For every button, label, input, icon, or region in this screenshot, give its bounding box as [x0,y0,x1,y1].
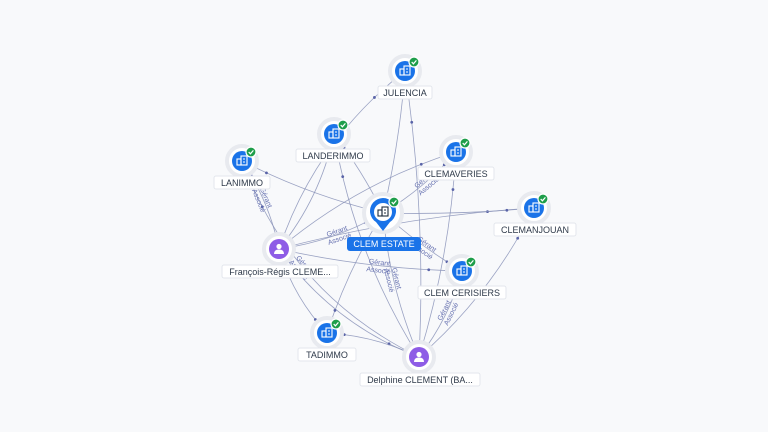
check-badge-icon [388,196,400,208]
building-icon [377,206,389,217]
building-icon [528,202,540,213]
company-label: CLEMAVERIES [424,169,487,179]
person-node-delphine[interactable]: Delphine CLEMENT (BA... [359,340,481,387]
node-label-box [493,222,577,237]
company-node-tadimmo[interactable]: TADIMMO [297,316,357,362]
node-label-box [295,148,371,163]
edge-label: Gérant [368,258,390,268]
node-label-box [297,347,357,362]
building-icon [328,128,340,139]
company-label: CLEMANJOUAN [501,225,569,235]
node-label-box [359,372,481,387]
node-label-box [377,85,433,100]
center-label: CLEM ESTATE [353,239,414,249]
center-label-box [347,237,421,251]
company-node-landerimmo[interactable]: LANDERIMMO [295,117,371,163]
company-node-lanimmo[interactable]: LANIMMO [213,144,271,190]
building-icon [236,155,248,166]
check-badge-icon [459,137,471,149]
check-badge-icon [465,256,477,268]
check-badge-icon [537,193,549,205]
person-label: Delphine CLEMENT (BA... [367,375,473,385]
person-icon [274,243,284,254]
edge-arrow-marker [265,171,268,175]
center-node-clem-estate[interactable]: CLEM ESTATE [347,192,421,251]
edge-arrow-marker [419,162,423,166]
company-label: CLEM CERISIERS [424,288,500,298]
edge-line [382,207,535,214]
edge-arrow-marker [451,188,455,191]
edge-arrow-marker [427,268,431,272]
edge-arrow-marker [373,96,376,99]
node-label-box [213,175,271,190]
check-badge-icon [337,119,349,131]
building-icon [399,65,411,76]
edge-arrow-marker [341,175,345,179]
center-inner [374,203,392,221]
person-node-francois[interactable]: François-Régis CLEME... [221,232,339,279]
edge-line [278,248,463,272]
company-node-clemaveries[interactable]: CLEMAVERIES [417,135,495,181]
node-label-box [417,285,507,300]
edge-arrow-marker [505,208,509,212]
person-icon [414,351,424,362]
check-badge-icon [245,146,257,158]
edge-label: Gérant [390,267,402,290]
check-badge-icon [330,318,342,330]
building-icon [321,327,333,338]
edge-line [404,70,422,358]
company-label: LANDERIMMO [302,151,363,161]
node-label-box [221,264,339,279]
edge-arrow-marker [333,309,337,312]
company-label: LANIMMO [221,178,263,188]
person-label: François-Régis CLEME... [229,267,331,277]
node-label-box [417,166,495,181]
company-node-clemcerisiers[interactable]: CLEM CERISIERS [417,254,507,300]
edge-arrow-marker [260,205,264,209]
company-label: JULENCIA [383,88,427,98]
company-node-clemanjouan[interactable]: CLEMANJOUAN [493,191,577,237]
edge-arrow-marker [410,120,414,124]
company-label: TADIMMO [306,350,348,360]
building-icon [456,265,468,276]
building-icon [450,146,462,157]
edge-line [278,151,457,250]
check-badge-icon [408,56,420,68]
edge-label: Associé [366,266,391,276]
company-node-julencia[interactable]: JULENCIA [377,54,433,100]
edge-arrow-marker [516,236,520,240]
